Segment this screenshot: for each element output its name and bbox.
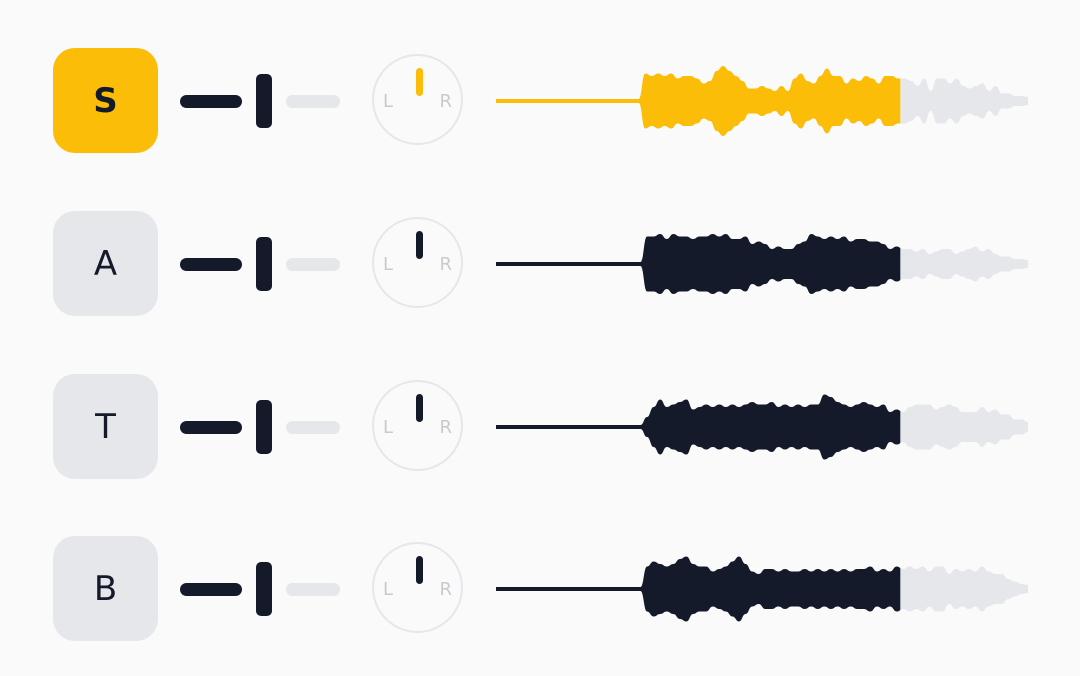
waveform-graphic <box>496 394 1028 460</box>
pan-indicator <box>416 556 423 584</box>
waveform-graphic <box>496 556 1028 622</box>
track-soprano: S L R <box>0 48 1080 154</box>
waveform-unplayed <box>900 78 1028 124</box>
waveform-graphic <box>496 234 1028 294</box>
track-tenor: T L R <box>0 374 1080 480</box>
pan-indicator <box>416 394 423 422</box>
waveform-unplayed <box>900 246 1028 282</box>
fader-handle[interactable] <box>256 400 272 454</box>
fader-track <box>286 583 340 596</box>
waveform-unplayed <box>900 566 1028 612</box>
pan-knob[interactable]: L R <box>372 54 463 145</box>
waveform-unplayed <box>900 404 1028 450</box>
waveform[interactable] <box>496 536 1028 642</box>
fader-fill <box>180 258 242 271</box>
track-alto: A L R <box>0 211 1080 317</box>
pan-right-label: R <box>439 417 452 438</box>
pan-knob[interactable]: L R <box>372 380 463 471</box>
pan-knob[interactable]: L R <box>372 542 463 633</box>
voice-button-tenor[interactable]: T <box>53 374 158 479</box>
pan-left-label: L <box>383 579 394 600</box>
volume-fader[interactable] <box>178 74 342 128</box>
voice-button-soprano[interactable]: S <box>53 48 158 153</box>
fader-fill <box>180 95 242 108</box>
voice-button-alto[interactable]: A <box>53 211 158 316</box>
volume-fader[interactable] <box>178 400 342 454</box>
volume-fader[interactable] <box>178 237 342 291</box>
pan-right-label: R <box>439 91 452 112</box>
fader-fill <box>180 583 242 596</box>
pan-indicator <box>416 231 423 259</box>
voice-button-bass[interactable]: B <box>53 536 158 641</box>
waveform[interactable] <box>496 374 1028 480</box>
track-bass: B L R <box>0 536 1080 642</box>
fader-track <box>286 258 340 271</box>
waveform-played <box>496 66 901 136</box>
fader-handle[interactable] <box>256 74 272 128</box>
pan-knob[interactable]: L R <box>372 217 463 308</box>
pan-right-label: R <box>439 579 452 600</box>
waveform-played <box>496 234 901 294</box>
fader-handle[interactable] <box>256 562 272 616</box>
pan-left-label: L <box>383 91 394 112</box>
waveform-played <box>496 394 901 460</box>
pan-indicator <box>416 68 423 96</box>
fader-track <box>286 95 340 108</box>
volume-fader[interactable] <box>178 562 342 616</box>
waveform[interactable] <box>496 48 1028 154</box>
waveform[interactable] <box>496 211 1028 317</box>
waveform-graphic <box>496 66 1028 136</box>
fader-fill <box>180 421 242 434</box>
pan-left-label: L <box>383 254 394 275</box>
pan-left-label: L <box>383 417 394 438</box>
pan-right-label: R <box>439 254 452 275</box>
waveform-played <box>496 556 901 622</box>
fader-handle[interactable] <box>256 237 272 291</box>
fader-track <box>286 421 340 434</box>
